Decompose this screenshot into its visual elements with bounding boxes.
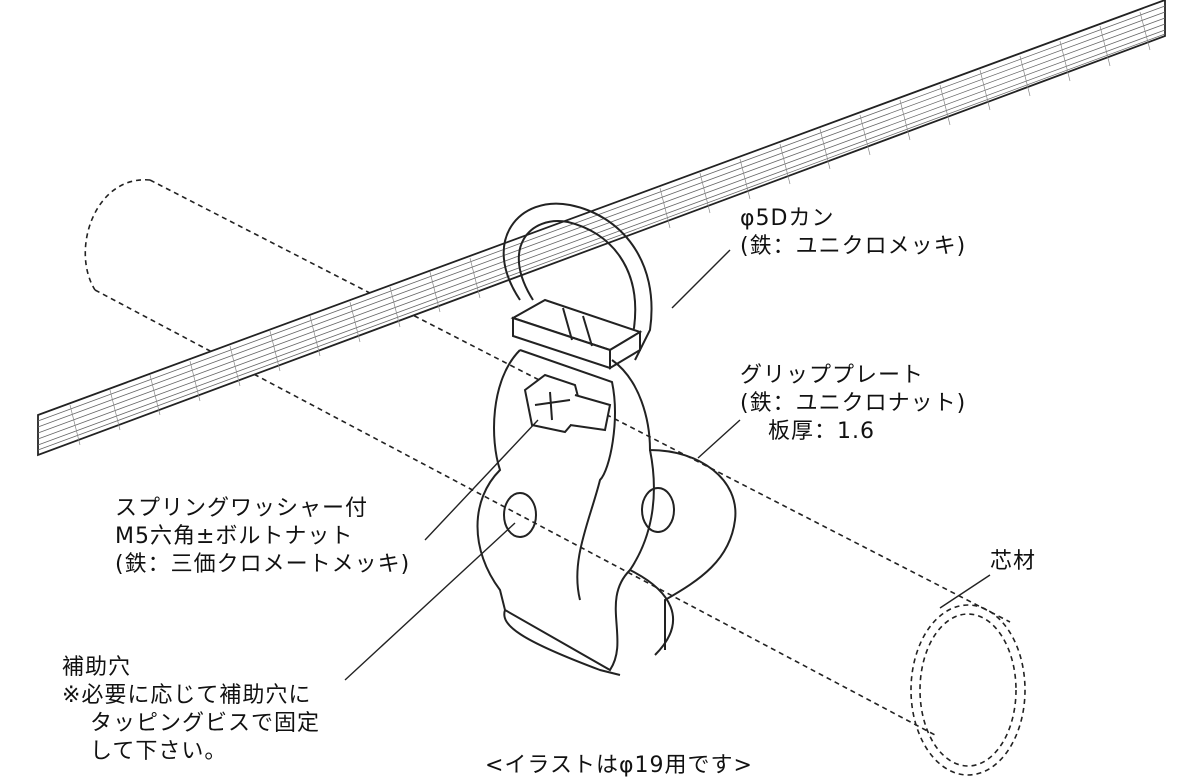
label-bolt: スプリングワッシャー付 M5六角±ボルトナット (鉄：三価クロメートメッキ) [115,495,410,579]
label-core-name: 芯材 [990,549,1037,574]
d-ring [502,202,653,361]
label-grip-plate: グリッププレート (鉄：ユニクロナット) 板厚：1.6 [740,362,966,446]
grip-plate [476,349,737,676]
hex-bolt [523,373,612,434]
label-aux-hole-note-1: ※必要に応じて補助穴に [62,683,312,708]
label-core: 芯材 [990,548,1036,576]
label-d-ring-name: φ5Dカン [740,206,835,231]
label-grip-plate-material: (鉄：ユニクロナット) [740,391,967,416]
wire-rope [37,0,1166,457]
label-aux-hole-note-2: タッピングビスで固定 [90,711,321,736]
label-grip-plate-name: グリッププレート [740,363,925,388]
label-aux-hole: 補助穴 ※必要に応じて補助穴に タッピングビスで固定 して下さい。 [62,654,320,766]
label-aux-hole-note-3: して下さい。 [90,739,228,764]
label-bolt-washer: スプリングワッシャー付 [115,496,369,521]
top-bracket [510,298,643,370]
core-pipe [84,179,1026,776]
label-grip-plate-thickness: 板厚：1.6 [768,419,875,444]
label-bolt-material: (鉄：三価クロメートメッキ) [115,552,411,577]
label-d-ring: φ5Dカン (鉄：ユニクロメッキ) [740,205,966,261]
leader-lines [344,249,991,681]
illustration-note: <イラストはφ19用です> [485,753,753,778]
label-d-ring-material: (鉄：ユニクロメッキ) [740,234,967,259]
label-bolt-name: M5六角±ボルトナット [115,524,354,549]
label-aux-hole-name: 補助穴 [62,655,132,680]
